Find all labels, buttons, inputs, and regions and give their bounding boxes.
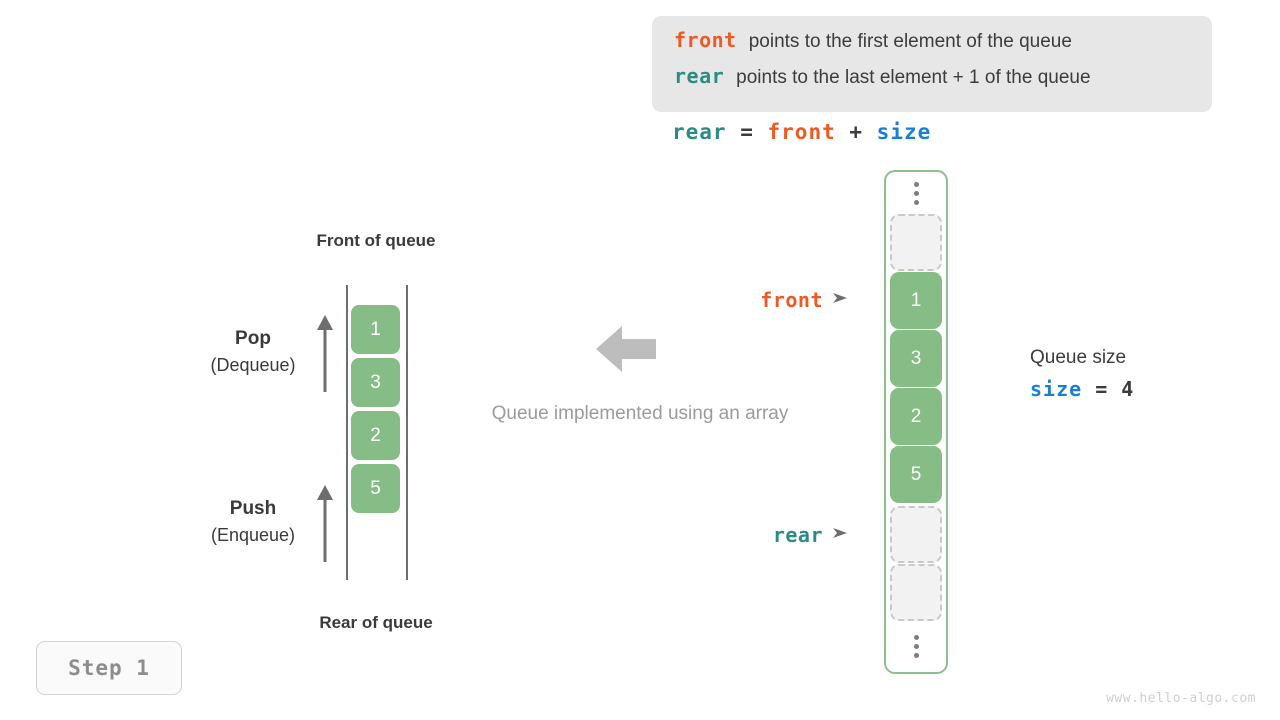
arrow-right-marker-icon [832,291,848,310]
formula-lhs: rear [672,120,727,144]
legend-text-front: points to the first element of the queue [748,31,1072,52]
legend-box: front points to the first element of the… [652,16,1212,112]
array-slot-empty [890,564,942,621]
pop-label-subtitle: (Dequeue) [210,355,296,375]
array-ellipsis-top [890,176,942,210]
formula-plus: + [835,120,877,144]
queue-size-expression: size = 4 [1030,373,1134,405]
legend-row-rear: rear points to the last element + 1 of t… [674,64,1190,100]
array-ellipsis-bottom [890,629,942,663]
queue-rail-right [406,285,408,580]
push-operation-label: Push (Enqueue) [183,496,323,548]
formula-equals: = [726,120,768,144]
pointer-rear: rear [700,523,848,547]
legend-text-rear: points to the last element + 1 of the qu… [736,67,1091,88]
formula-rhs-size: size [876,120,932,144]
array-slot-empty [890,214,942,271]
push-label-subtitle: (Enqueue) [210,525,296,545]
size-value: 4 [1121,377,1135,401]
queue-cell: 5 [351,464,400,513]
queue-cell: 3 [351,358,400,407]
push-label-title: Push [229,498,277,519]
formula-rear-equals-front-plus-size: rear = front + size [672,120,931,144]
queue-cell: 1 [351,305,400,354]
array-slot-filled: 1 [890,272,942,329]
legend-keyword-rear: rear [674,64,725,88]
legend-row-front: front points to the first element of the… [674,28,1190,64]
arrow-right-marker-icon [832,526,848,545]
array-slot-filled: 3 [890,330,942,387]
legend-keyword-front: front [674,28,737,52]
arrow-up-icon [314,484,336,569]
arrow-left-icon [596,324,656,379]
array-slot-empty [890,506,942,563]
formula-rhs-front: front [767,120,836,144]
queue-size-block: Queue size size = 4 [1030,343,1134,405]
front-of-queue-label: Front of queue [316,231,436,250]
pointer-rear-label: rear [772,523,823,547]
array-slot-filled: 5 [890,446,942,503]
queue-size-title: Queue size [1030,347,1127,368]
watermark: www.hello-algo.com [1106,691,1256,706]
queue-cell: 2 [351,411,400,460]
queue-rail-left [346,285,348,580]
pointer-front-label: front [760,288,823,312]
pointer-front: front [700,288,848,312]
size-keyword: size [1030,377,1083,401]
pop-label-title: Pop [235,328,271,349]
step-badge: Step 1 [36,641,182,695]
array-slot-filled: 2 [890,388,942,445]
arrow-up-icon [314,314,336,399]
rear-of-queue-label: Rear of queue [319,613,433,632]
pop-operation-label: Pop (Dequeue) [183,326,323,378]
size-equals: = [1082,377,1122,401]
center-caption: Queue implemented using an array [491,403,789,424]
